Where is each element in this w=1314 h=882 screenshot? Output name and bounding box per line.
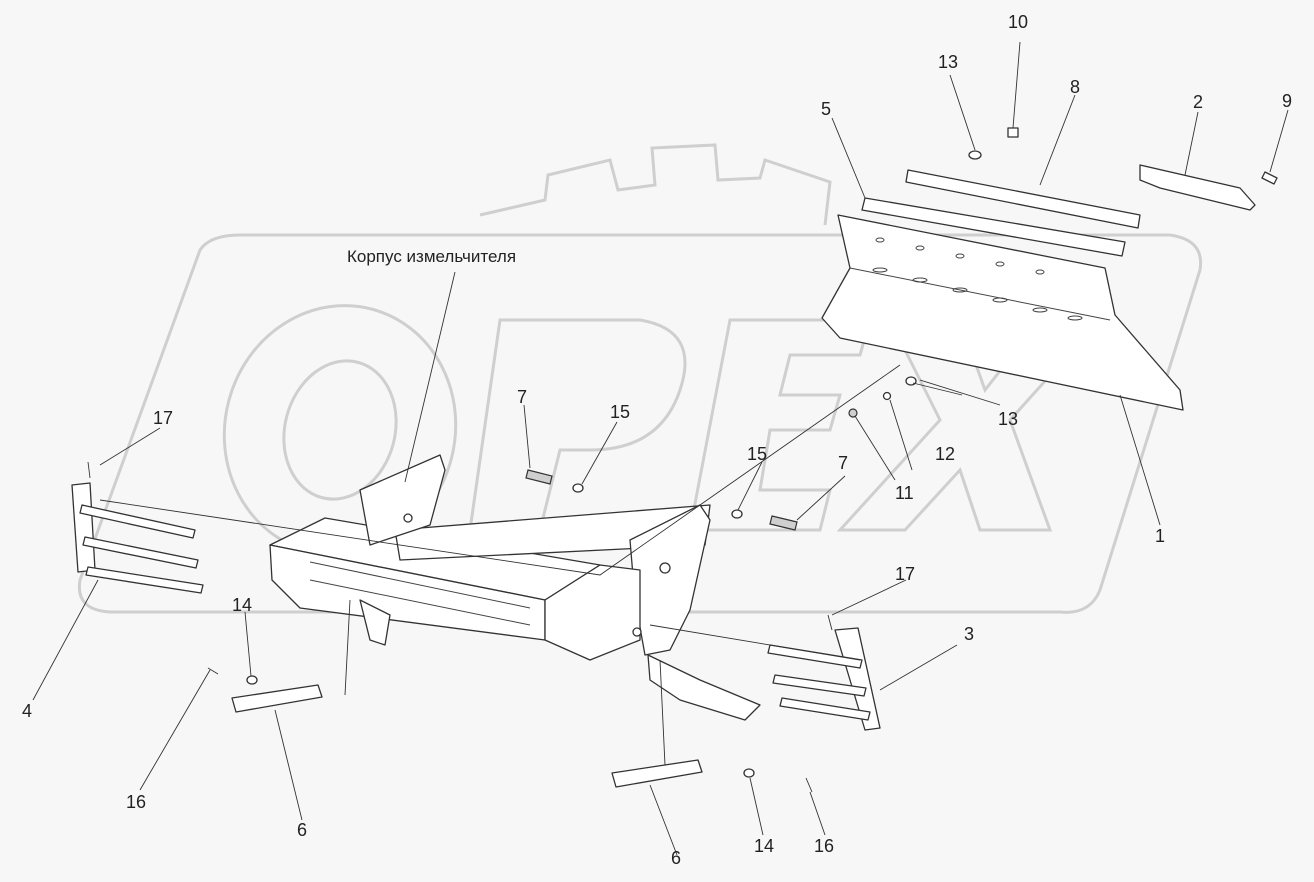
bolt-9 — [1261, 171, 1278, 185]
callout-17-left: 17 — [153, 408, 173, 428]
plate-holes — [872, 237, 1083, 321]
part-3-side-plates — [767, 627, 881, 731]
housing-louvres — [309, 561, 531, 626]
callout-15-left: 15 — [610, 402, 630, 422]
washer-14-left — [246, 675, 258, 685]
callout-10: 10 — [1008, 12, 1028, 32]
part-2-bracket — [1139, 164, 1256, 211]
callout-9: 9 — [1282, 91, 1292, 111]
spring-7-right — [769, 515, 798, 531]
pin-16-right — [805, 777, 813, 793]
washer-15-left — [572, 483, 584, 493]
part-4-side-plates — [71, 482, 204, 594]
callout-7-left: 7 — [517, 387, 527, 407]
part-1-deflector-plate — [821, 214, 1184, 411]
bolt-10 — [1007, 127, 1019, 138]
caption-chopper-housing: Корпус измельчителя — [347, 247, 516, 266]
callout-6-right: 6 — [671, 848, 681, 868]
washer-12 — [882, 391, 892, 401]
nut-11 — [848, 408, 858, 418]
callout-13-right: 13 — [998, 409, 1018, 429]
callout-8: 8 — [1070, 77, 1080, 97]
fasteners-top — [848, 127, 1278, 418]
part-8-strip — [905, 169, 1141, 229]
callout-1: 1 — [1155, 526, 1165, 546]
callout-11: 11 — [895, 483, 914, 503]
spring-7-left — [525, 469, 553, 485]
part-6-left-latch — [207, 667, 323, 713]
washer-14-right — [743, 768, 755, 778]
pin-17-left — [87, 461, 91, 479]
part-5-strip — [861, 197, 1126, 257]
callout-5: 5 — [821, 99, 831, 119]
callout-12: 12 — [935, 444, 955, 464]
callout-13-top: 13 — [938, 52, 958, 72]
callout-17-right: 17 — [895, 564, 915, 584]
pin-16-left — [207, 667, 219, 675]
washer-15-right — [731, 509, 743, 519]
callout-16-left: 16 — [126, 792, 146, 812]
chopper-housing — [269, 454, 761, 721]
callout-3: 3 — [964, 624, 974, 644]
leader-lines — [32, 41, 1289, 856]
callout-4: 4 — [22, 701, 32, 721]
callout-16-right: 16 — [814, 836, 834, 856]
part-6-right-latch — [611, 759, 813, 793]
callout-2: 2 — [1193, 92, 1203, 112]
watermark-logo — [77, 143, 1203, 614]
callout-15-right: 15 — [747, 444, 767, 464]
callout-14-left: 14 — [232, 595, 252, 615]
callout-7-right: 7 — [838, 453, 848, 473]
callout-6-left: 6 — [297, 820, 307, 840]
callout-14-right: 14 — [754, 836, 774, 856]
washer-13-top — [968, 150, 982, 160]
pin-17-right — [827, 614, 833, 631]
